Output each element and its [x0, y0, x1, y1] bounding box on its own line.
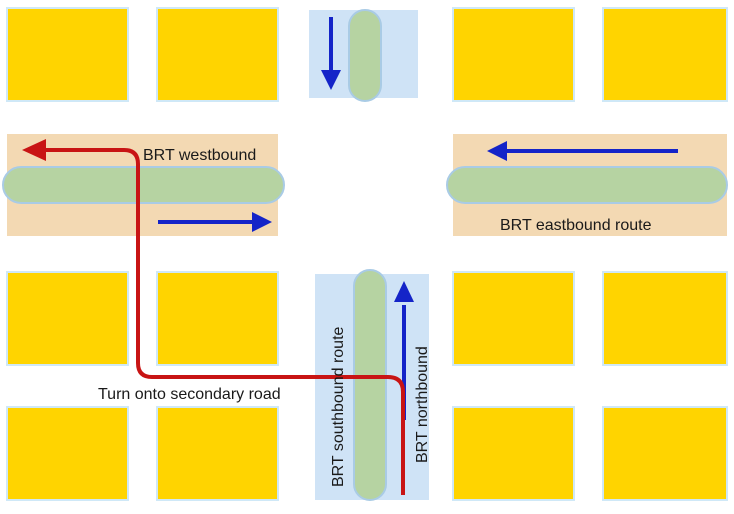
city-block — [156, 406, 279, 501]
east-corridor — [446, 134, 728, 236]
city-block — [6, 7, 129, 102]
city-block — [6, 406, 129, 501]
direction-arrow-icon — [487, 141, 507, 161]
city-block — [452, 7, 575, 102]
label-southbound: BRT southbound route — [330, 326, 347, 487]
direction-arrow-icon — [252, 212, 272, 232]
city-block — [452, 406, 575, 501]
city-blocks — [6, 7, 728, 501]
direction-arrow-icon — [321, 70, 341, 90]
median-strip — [353, 269, 387, 501]
label-eastbound: BRT eastbound route — [500, 217, 652, 234]
city-block — [452, 271, 575, 366]
city-block — [156, 271, 279, 366]
label-northbound: BRT northbound — [414, 346, 431, 463]
city-block — [156, 7, 279, 102]
city-block — [602, 406, 728, 501]
city-block — [602, 7, 728, 102]
median-strip — [446, 166, 728, 204]
north-bus-lane — [309, 9, 418, 102]
turn-route-icon — [44, 148, 405, 495]
label-westbound: BRT westbound — [143, 147, 256, 164]
city-block — [602, 271, 728, 366]
south-bus-lane — [315, 269, 429, 501]
direction-arrow-icon — [394, 281, 414, 302]
route-arrowhead-icon — [22, 139, 46, 161]
label-turn: Turn onto secondary road — [98, 386, 281, 403]
median-strip — [2, 166, 285, 204]
median-strip — [348, 9, 382, 102]
city-block — [6, 271, 129, 366]
